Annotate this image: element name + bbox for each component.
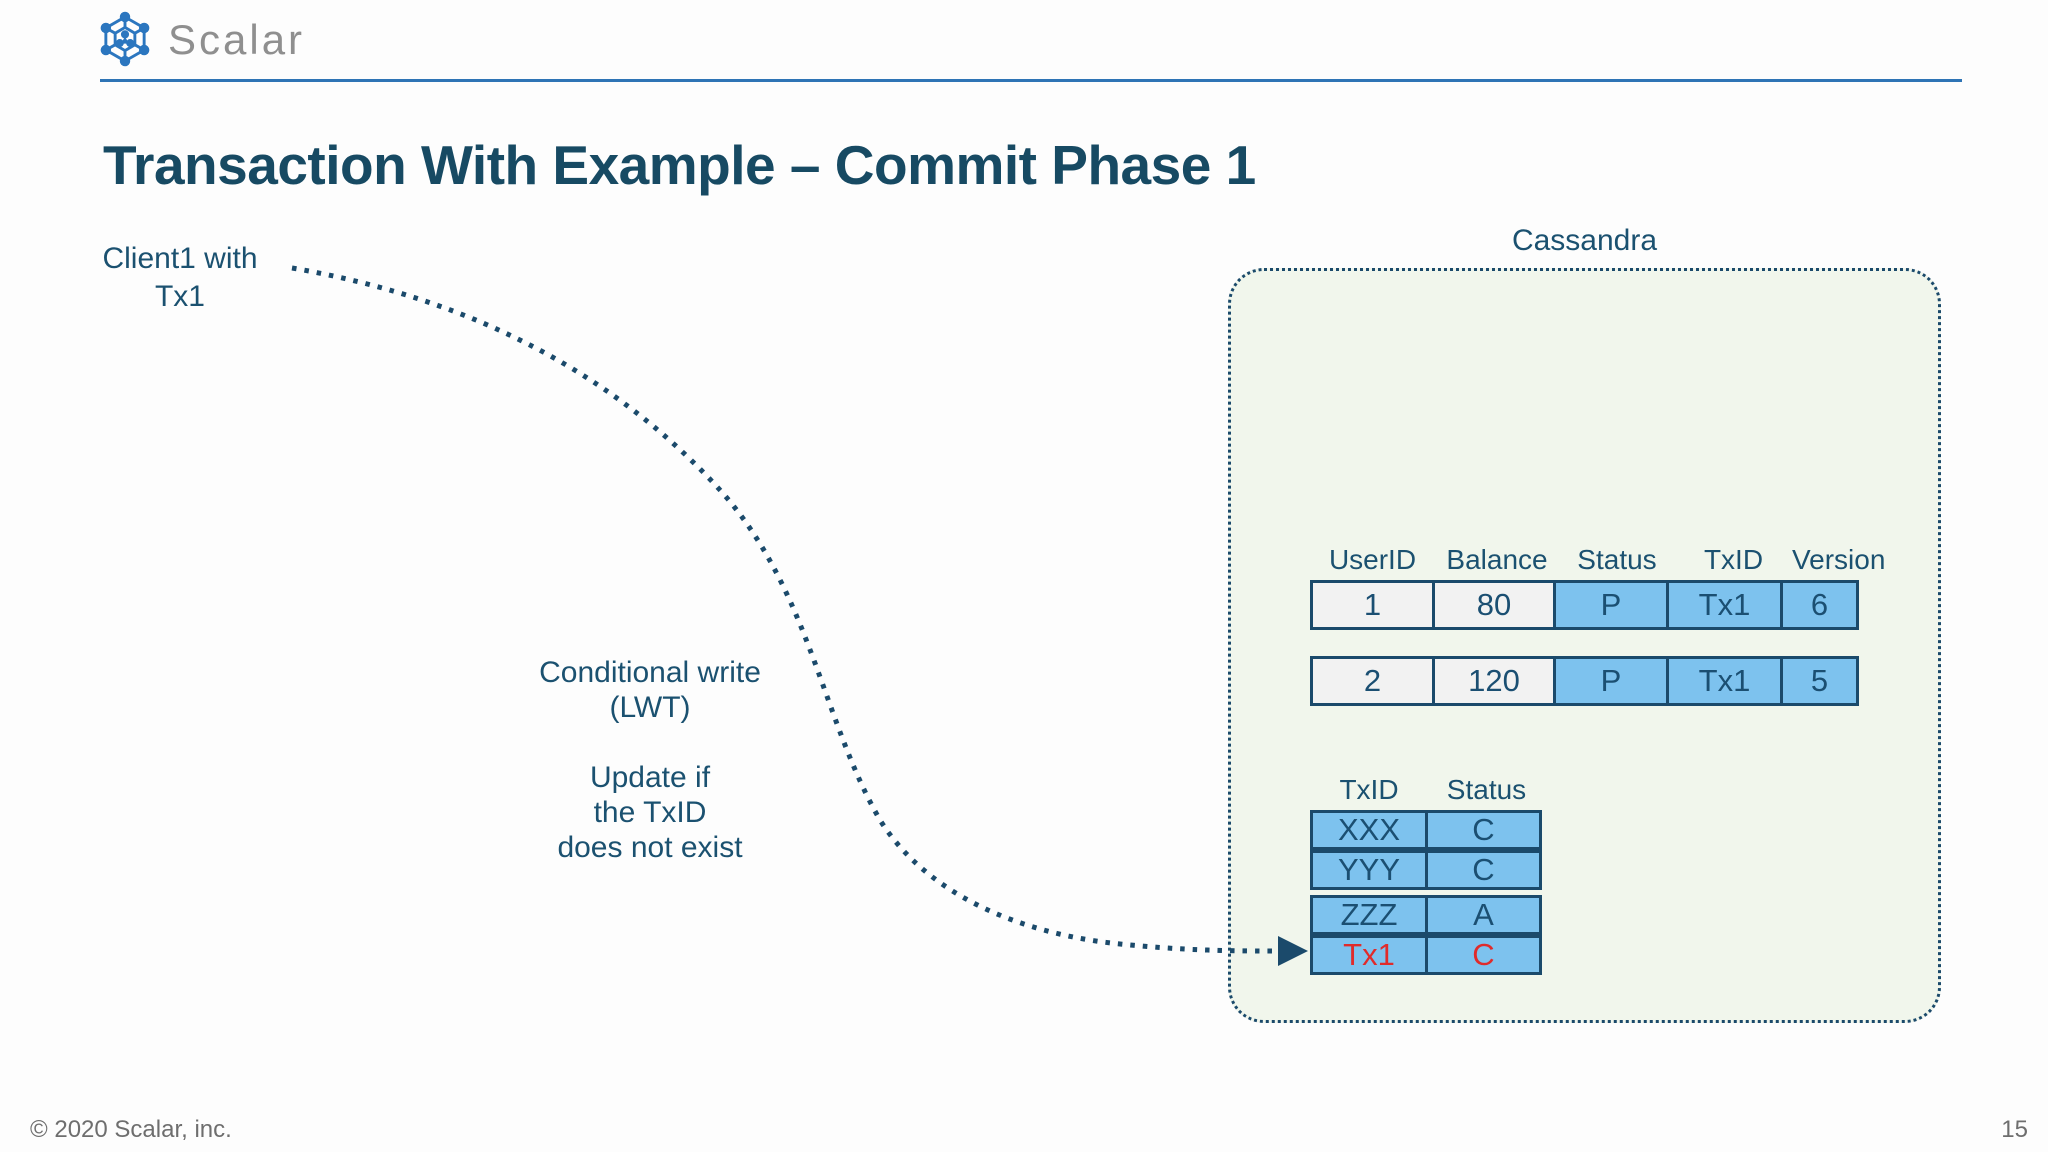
client-label: Client1 with Tx1: [55, 240, 305, 316]
note-line: does not exist: [557, 831, 743, 864]
table-cell: 2: [1310, 656, 1435, 706]
note-line: [450, 725, 850, 760]
scalar-logo-icon: [100, 11, 150, 67]
table-cell: P: [1553, 656, 1669, 706]
table-row: 2 120 P Tx1 5: [1310, 656, 1871, 706]
table-row: YYY C: [1310, 850, 1545, 890]
note-line: the TxID: [593, 796, 707, 829]
accounts-table: UserID Balance Status TxID Version 1 80 …: [1310, 538, 1886, 706]
column-header: Status: [1577, 544, 1657, 575]
conditional-write-note: Conditional write (LWT) Update if the Tx…: [450, 655, 850, 865]
table-row-highlighted: Tx1 C: [1310, 935, 1545, 975]
column-header: Version: [1792, 544, 1886, 575]
table-cell: P: [1553, 580, 1669, 630]
table-cell: ZZZ: [1310, 895, 1428, 935]
table-cell: Tx1: [1310, 935, 1428, 975]
page-number: 15: [2001, 1116, 2028, 1143]
table-cell: C: [1425, 810, 1542, 850]
tx-status-header-row: TxID Status: [1310, 772, 1545, 810]
table-row: ZZZ A: [1310, 895, 1545, 935]
table-cell: 80: [1432, 580, 1556, 630]
column-header: Status: [1446, 774, 1527, 805]
table-cell: A: [1425, 895, 1542, 935]
table-cell: Tx1: [1666, 656, 1783, 706]
table-cell: XXX: [1310, 810, 1428, 850]
table-cell: C: [1425, 850, 1542, 890]
table-cell: Tx1: [1666, 580, 1783, 630]
table-cell: 5: [1780, 656, 1859, 706]
table-cell: C: [1425, 935, 1542, 975]
column-header: TxID: [1703, 544, 1764, 575]
brand-name: Scalar: [168, 16, 306, 63]
table-row: 1 80 P Tx1 6: [1310, 580, 1871, 630]
copyright-text: © 2020 Scalar, inc.: [30, 1116, 232, 1143]
note-line: Update if: [589, 761, 711, 794]
column-header: UserID: [1328, 544, 1417, 575]
table-row: XXX C: [1310, 810, 1545, 850]
column-header: Balance: [1446, 544, 1548, 575]
client-label-line1: Client1 with: [102, 242, 258, 275]
column-header: TxID: [1339, 774, 1399, 805]
note-line: (LWT): [609, 691, 691, 724]
header-divider: [100, 79, 1962, 82]
client-label-line2: Tx1: [154, 280, 205, 313]
table-cell: 6: [1780, 580, 1859, 630]
table-cell: YYY: [1310, 850, 1428, 890]
table-cell: 1: [1310, 580, 1435, 630]
accounts-header-row: UserID Balance Status TxID Version: [1310, 538, 1886, 580]
slide-title: Transaction With Example – Commit Phase …: [103, 133, 1256, 196]
note-line: Conditional write: [539, 656, 761, 689]
table-cell: 120: [1432, 656, 1556, 706]
tx-status-table: TxID Status XXX C YYY C ZZZ A Tx1 C: [1310, 772, 1545, 975]
cassandra-label: Cassandra: [1511, 224, 1658, 257]
